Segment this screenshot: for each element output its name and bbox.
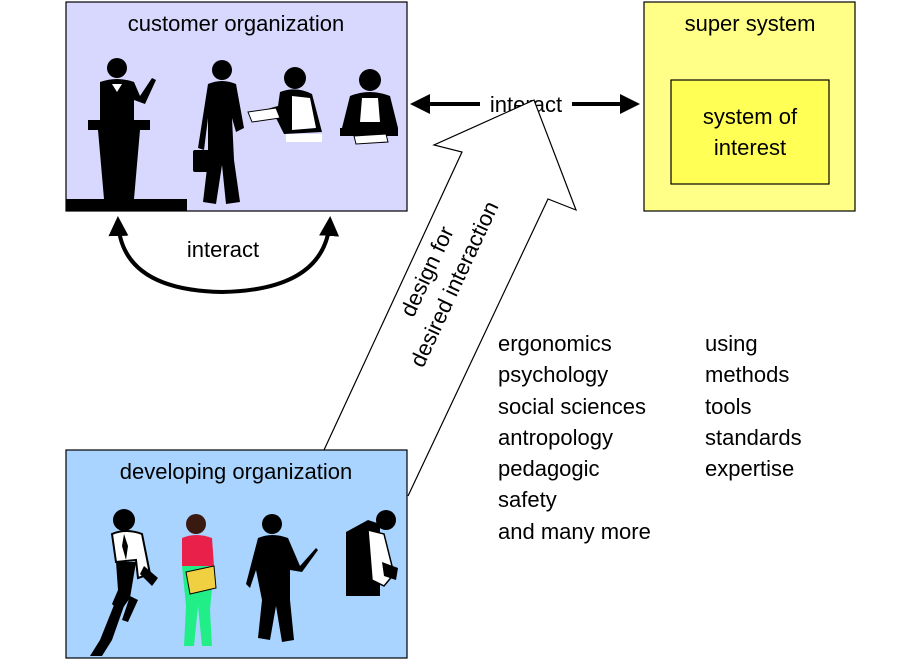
- speaker-silhouette-icon: [88, 58, 156, 199]
- customer-organization-box: customer organization: [65, 1, 408, 212]
- discipline-item: safety: [498, 487, 557, 513]
- stage-floor: [66, 199, 187, 211]
- discipline-item: antropology: [498, 424, 613, 450]
- system-of-interest-box: [670, 79, 830, 185]
- system-of-interest-line1: system of: [703, 104, 798, 129]
- means-item: tools: [705, 393, 752, 419]
- woman-desk-silhouette-icon: [340, 69, 398, 145]
- discipline-item: psychology: [498, 362, 609, 388]
- bent-man-silhouette-icon: [346, 510, 398, 596]
- means-list: using methods tools standards expertise: [705, 328, 802, 484]
- discipline-item: and many more: [498, 518, 651, 544]
- means-item: using: [705, 331, 758, 356]
- means-item: standards: [705, 424, 802, 450]
- design-arrow: [323, 99, 578, 497]
- seated-man-silhouette-icon: [247, 67, 322, 142]
- discipline-item: ergonomics: [498, 331, 612, 356]
- super-system-box: super system system of interest: [643, 1, 856, 212]
- customer-organization-title: customer organization: [128, 11, 344, 36]
- phone-man-silhouette-icon: [90, 509, 158, 656]
- disciplines-list: ergonomics psychology social sciences an…: [498, 328, 651, 547]
- means-item: methods: [705, 362, 790, 388]
- discipline-item: social sciences: [498, 393, 646, 419]
- casual-man-silhouette-icon: [182, 514, 217, 646]
- customer-interact-label: interact: [187, 237, 259, 262]
- system-of-interest-line2: interest: [714, 135, 786, 160]
- businessman-briefcase-silhouette-icon: [193, 60, 244, 204]
- means-item: expertise: [705, 456, 795, 482]
- super-system-title: super system: [685, 11, 816, 36]
- discipline-item: pedagogic: [498, 456, 600, 482]
- customer-interact-arrow: [108, 216, 340, 295]
- pointer-man-silhouette-icon: [246, 514, 318, 642]
- developing-organization-title: developing organization: [120, 459, 352, 484]
- developing-organization-box: developing organization: [65, 449, 408, 659]
